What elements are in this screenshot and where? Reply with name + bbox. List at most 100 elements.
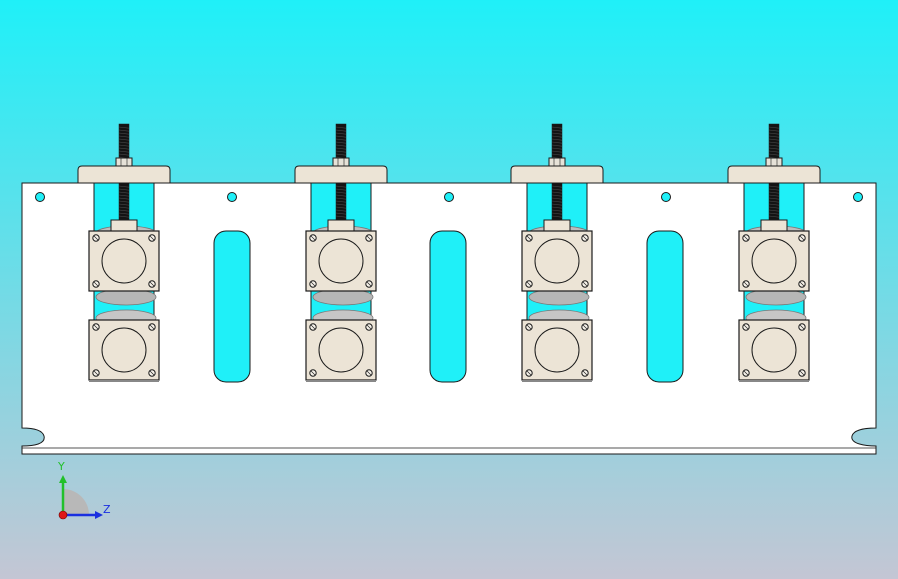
roller-assembly[interactable]	[294, 123, 388, 382]
rod-thread	[768, 215, 780, 218]
rod-thread	[551, 188, 563, 191]
bearing-bore	[318, 238, 364, 284]
rod-thread	[551, 141, 563, 144]
rod-thread	[768, 194, 780, 197]
rod-thread	[551, 135, 563, 138]
rod-thread	[768, 129, 780, 132]
top-bracket	[727, 165, 821, 184]
rod-thread	[551, 203, 563, 206]
bolt-slot	[799, 324, 805, 330]
rod-thread	[118, 150, 130, 153]
roller-assembly[interactable]	[727, 123, 821, 382]
triad-z-label: Z	[103, 503, 111, 516]
top-bracket	[77, 165, 171, 184]
bolt-slot	[310, 281, 316, 287]
top-bracket	[294, 165, 388, 184]
rod-thread	[118, 191, 130, 194]
bolt-slot	[310, 235, 316, 241]
rod-thread	[768, 188, 780, 191]
bearing-bore	[318, 327, 364, 373]
triad-plane-sector	[63, 489, 89, 515]
rod-thread	[118, 185, 130, 188]
bolt-slot	[149, 235, 155, 241]
rod-block	[760, 219, 788, 233]
bolt-slot	[526, 324, 532, 330]
rod-thread	[768, 126, 780, 129]
bolt-slot	[743, 324, 749, 330]
triad-x-origin	[58, 510, 68, 520]
bolt-slot	[799, 235, 805, 241]
rod-thread	[118, 209, 130, 212]
bolt-slot	[582, 324, 588, 330]
rod-block	[543, 219, 571, 233]
bolt-slot	[526, 281, 532, 287]
rod-thread	[335, 185, 347, 188]
triad-y-label: Y	[58, 460, 65, 473]
housing-shadow	[522, 380, 592, 382]
housing-shadow	[739, 380, 809, 382]
bearing-bore	[101, 327, 147, 373]
rod-thread	[768, 147, 780, 150]
rod-thread	[335, 215, 347, 218]
rod-block	[110, 219, 138, 233]
rod-thread	[768, 150, 780, 153]
rod-thread	[768, 197, 780, 200]
rod-thread	[118, 215, 130, 218]
roller-assembly[interactable]	[510, 123, 604, 382]
rod-thread	[335, 194, 347, 197]
mount-hole	[853, 192, 863, 202]
bolt-slot	[93, 324, 99, 330]
rod-thread	[768, 185, 780, 188]
bolt-slot	[366, 281, 372, 287]
assembly-model[interactable]	[21, 123, 877, 455]
bolt-slot	[582, 235, 588, 241]
bolt-slot	[149, 281, 155, 287]
rod-thread	[551, 129, 563, 132]
hex-nut	[765, 157, 783, 167]
rod-thread	[551, 215, 563, 218]
rod-thread	[551, 206, 563, 209]
slot	[213, 230, 251, 383]
rod-thread	[768, 138, 780, 141]
bearing-bore	[534, 327, 580, 373]
rod-thread	[551, 212, 563, 215]
rod-thread	[551, 191, 563, 194]
rod-thread	[118, 129, 130, 132]
bolt-slot	[366, 324, 372, 330]
rod-thread	[335, 135, 347, 138]
rod-thread	[335, 132, 347, 135]
rod-thread	[335, 150, 347, 153]
rod-thread	[335, 153, 347, 156]
bolt-slot	[149, 324, 155, 330]
rod-thread	[551, 209, 563, 212]
rod-thread	[118, 200, 130, 203]
bearing-bore	[101, 238, 147, 284]
bolt-slot	[366, 235, 372, 241]
rod-thread	[768, 203, 780, 206]
rod-thread	[768, 200, 780, 203]
rod-thread	[118, 188, 130, 191]
bearing-bore	[534, 238, 580, 284]
rod-thread	[118, 153, 130, 156]
mount-hole	[661, 192, 671, 202]
rod-thread	[768, 132, 780, 135]
bolt-slot	[743, 235, 749, 241]
rod-thread	[118, 135, 130, 138]
rod-thread	[335, 206, 347, 209]
housing-shadow	[306, 380, 376, 382]
roller-assembly[interactable]	[77, 123, 171, 382]
housing-shadow	[89, 380, 159, 382]
rod-thread	[551, 147, 563, 150]
rod-thread	[335, 138, 347, 141]
hex-nut	[115, 157, 133, 167]
bearing-bore	[751, 238, 797, 284]
bolt-slot	[526, 370, 532, 376]
rod-thread	[551, 153, 563, 156]
triad-y-arrow	[59, 475, 67, 483]
mount-hole	[35, 192, 45, 202]
bolt-slot	[93, 370, 99, 376]
orientation-triad	[58, 475, 103, 520]
bolt-slot	[743, 281, 749, 287]
